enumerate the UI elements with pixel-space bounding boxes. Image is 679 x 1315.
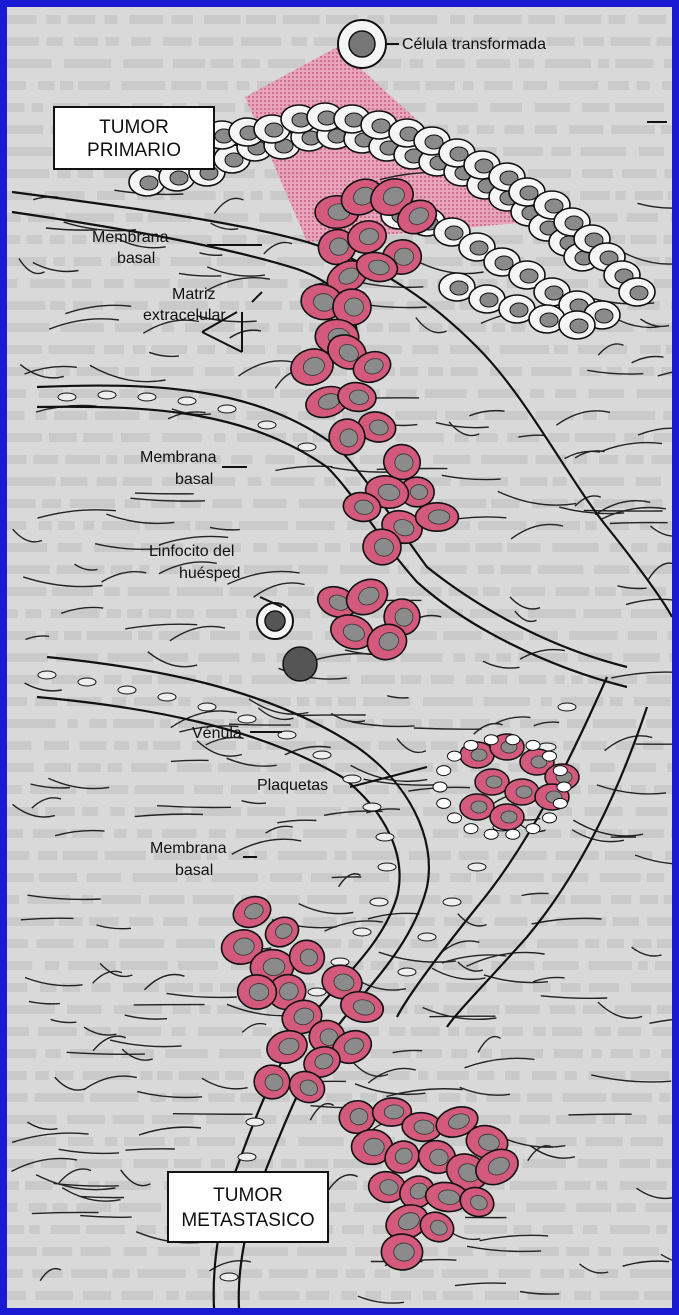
endothelial-cell bbox=[220, 1273, 238, 1281]
endothelial-cell bbox=[178, 397, 196, 405]
basal-membrane-label-1-line1: Membrana bbox=[92, 229, 169, 246]
platelet bbox=[506, 735, 520, 745]
normal-cell-nucleus bbox=[450, 281, 468, 295]
endothelial-cell bbox=[78, 678, 96, 686]
endothelial-cell bbox=[313, 751, 331, 759]
platelet bbox=[506, 829, 520, 839]
endothelial-cell bbox=[370, 898, 388, 906]
endothelial-cell bbox=[363, 803, 381, 811]
primary-tumor-title-line1: TUMOR bbox=[99, 117, 169, 138]
platelet bbox=[464, 824, 478, 834]
normal-cell-nucleus bbox=[495, 256, 513, 270]
normal-cell-nucleus bbox=[445, 226, 463, 240]
platelet bbox=[448, 751, 462, 761]
host-lymphocyte-label-line2: huésped bbox=[179, 565, 240, 582]
normal-cell-nucleus bbox=[545, 286, 563, 300]
platelet bbox=[484, 735, 498, 745]
endothelial-cell bbox=[558, 703, 576, 711]
tumor-cell-nucleus bbox=[471, 749, 487, 761]
endothelial-cell bbox=[376, 833, 394, 841]
endothelial-cell bbox=[238, 1153, 256, 1161]
platelet bbox=[526, 824, 540, 834]
tumor-cell-nucleus bbox=[486, 776, 502, 788]
extracellular-matrix-label-line2: extracelular bbox=[143, 307, 226, 324]
normal-cell-nucleus bbox=[540, 313, 558, 327]
endothelial-cell bbox=[38, 671, 56, 679]
endothelial-cell bbox=[378, 863, 396, 871]
endothelial-cell bbox=[353, 928, 371, 936]
endothelial-cell bbox=[118, 686, 136, 694]
extracellular-matrix-label-line1: Matriz bbox=[172, 286, 216, 303]
metastatic-tumor-title-line1: TUMOR bbox=[213, 1185, 283, 1206]
normal-cell-nucleus bbox=[520, 186, 538, 200]
endothelial-cell bbox=[218, 405, 236, 413]
normal-cell-nucleus bbox=[510, 303, 528, 317]
normal-cell-nucleus bbox=[480, 293, 498, 307]
endothelial-cell bbox=[443, 898, 461, 906]
platelet bbox=[437, 798, 451, 808]
endothelial-cell bbox=[238, 715, 256, 723]
endothelial-cell bbox=[398, 968, 416, 976]
basal-membrane-label-3-line1: Membrana bbox=[150, 840, 227, 857]
host-lymphocyte-label-line1: Linfocito del bbox=[149, 543, 234, 560]
platelet bbox=[543, 751, 557, 761]
normal-cell-nucleus bbox=[520, 269, 538, 283]
platelet bbox=[553, 766, 567, 776]
metastatic-tumor-box bbox=[168, 1172, 328, 1242]
platelet bbox=[484, 829, 498, 839]
endothelial-cell bbox=[246, 1118, 264, 1126]
basal-membrane-label-2-line2: basal bbox=[175, 471, 213, 488]
normal-cell-nucleus bbox=[170, 171, 188, 185]
endothelial-cell bbox=[298, 443, 316, 451]
endothelial-cell bbox=[258, 421, 276, 429]
metastatic-tumor-title-line2: METASTASICO bbox=[181, 1210, 314, 1231]
basal-membrane-label-1-line2: basal bbox=[117, 250, 155, 267]
platelet bbox=[543, 813, 557, 823]
normal-cell-nucleus bbox=[140, 176, 158, 190]
transformed-cell-label: Célula transformada bbox=[402, 36, 546, 53]
tumor-cell-nucleus bbox=[471, 801, 487, 813]
endothelial-cell bbox=[138, 393, 156, 401]
venule-label: Vénula bbox=[192, 725, 242, 742]
normal-cell-nucleus bbox=[570, 319, 588, 333]
tumor-cell-nucleus bbox=[501, 811, 517, 823]
basal-membrane-label-3-line2: basal bbox=[175, 862, 213, 879]
normal-cell-nucleus bbox=[595, 309, 613, 323]
metastasis-diagram: TUMOR PRIMARIO TUMOR METASTASICO Célula … bbox=[7, 7, 672, 1308]
primary-tumor-title-line2: PRIMARIO bbox=[87, 140, 181, 161]
endothelial-cell bbox=[308, 988, 326, 996]
tumor-cell bbox=[381, 1233, 423, 1270]
endothelial-cell bbox=[343, 775, 361, 783]
platelets-label: Plaquetas bbox=[257, 777, 328, 794]
transformed-cell bbox=[338, 20, 386, 68]
platelet bbox=[526, 740, 540, 750]
endothelial-cell bbox=[198, 703, 216, 711]
endothelial-cell bbox=[158, 693, 176, 701]
endothelial-cell bbox=[468, 863, 486, 871]
tumor-cell-nucleus bbox=[516, 786, 532, 798]
endothelial-cell bbox=[98, 391, 116, 399]
endothelial-cell bbox=[58, 393, 76, 401]
normal-cell-nucleus bbox=[630, 286, 648, 300]
platelet bbox=[557, 782, 571, 792]
platelet bbox=[433, 782, 447, 792]
platelet bbox=[553, 798, 567, 808]
normal-cell-nucleus bbox=[372, 119, 390, 133]
platelet bbox=[464, 740, 478, 750]
platelet bbox=[448, 813, 462, 823]
normal-cell-nucleus bbox=[470, 241, 488, 255]
normal-cell-nucleus bbox=[265, 123, 283, 137]
platelet bbox=[437, 766, 451, 776]
basal-membrane-label-2-line1: Membrana bbox=[140, 449, 217, 466]
tumor-cell bbox=[416, 503, 459, 531]
endothelial-cell bbox=[418, 933, 436, 941]
